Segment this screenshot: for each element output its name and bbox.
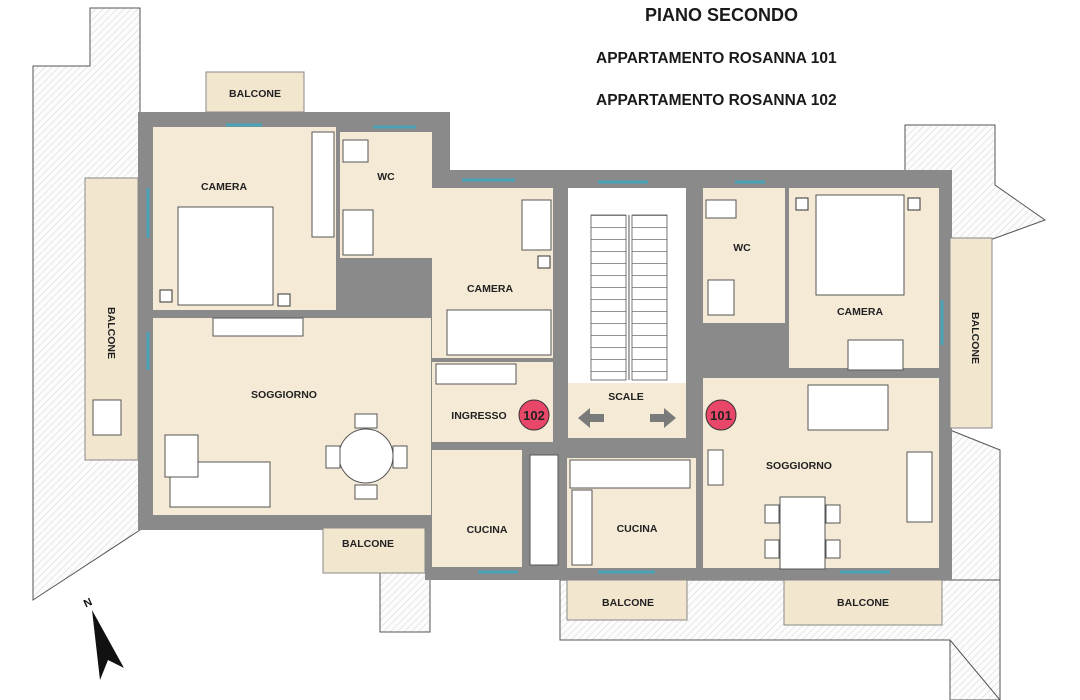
label-camera-b: CAMERA: [467, 283, 513, 295]
kitchen-counter-b: [569, 459, 691, 489]
armchair-a: [164, 434, 199, 478]
wc-a-bath: [342, 139, 369, 163]
balconies: [84, 71, 993, 626]
label-balcone-left: BALCONE: [105, 307, 117, 359]
windows: [146, 123, 944, 574]
sofa-b: [807, 384, 889, 431]
wardrobe-b: [521, 199, 552, 251]
wc-c-shower: [707, 279, 735, 316]
label-balcone-bottom-right: BALCONE: [837, 597, 889, 609]
bed-b: [446, 309, 552, 356]
dining-table-a: [338, 428, 394, 484]
apartment-102-title: APPARTAMENTO ROSANNA 102: [596, 92, 837, 109]
label-balcone-bottom-mid: BALCONE: [602, 597, 654, 609]
label-wc-a: WC: [377, 171, 395, 183]
label-cucina-b: CUCINA: [617, 523, 658, 535]
wardrobe-a: [311, 131, 335, 238]
label-camera-a: CAMERA: [201, 181, 247, 193]
room-labels: BALCONE CAMERA WC CAMERA BALCONE SOGGIOR…: [105, 88, 981, 609]
label-balcone-top: BALCONE: [229, 88, 281, 100]
wall-fixtures: [159, 197, 921, 307]
label-soggiorno-b: SOGGIORNO: [766, 460, 832, 472]
label-ingresso: INGRESSO: [451, 410, 506, 422]
svg-text:102: 102: [523, 408, 545, 423]
label-wc-c: WC: [733, 242, 751, 254]
ingresso-cabinet: [435, 363, 517, 385]
stairwell: [568, 188, 686, 438]
label-cucina-a: CUCINA: [467, 524, 508, 536]
furniture: [92, 131, 933, 570]
apartment-101-marker: 101: [705, 399, 737, 431]
label-balcone-bottom-left: BALCONE: [342, 538, 394, 550]
floor-title: PIANO SECONDO: [645, 5, 799, 25]
desk-c: [847, 339, 904, 371]
bed-a: [177, 206, 274, 306]
apartment-101-title: APPARTAMENTO ROSANNA 101: [596, 50, 837, 67]
balcony-table: [92, 399, 122, 436]
label-soggiorno-a: SOGGIORNO: [251, 389, 317, 401]
label-balcone-right: BALCONE: [969, 312, 981, 364]
svg-text:N: N: [82, 596, 94, 610]
wc-a-shower: [342, 209, 374, 256]
cucina-a-floor: [432, 450, 522, 567]
svg-text:101: 101: [710, 408, 732, 423]
label-camera-c: CAMERA: [837, 306, 883, 318]
tv-unit-b: [906, 451, 933, 523]
apartment-102-marker: 102: [518, 399, 550, 431]
bed-c: [815, 194, 905, 296]
north-arrow-icon: N: [82, 596, 124, 680]
label-scale: SCALE: [608, 391, 644, 403]
dining-table-b: [779, 496, 826, 570]
landing-arrows: [578, 408, 676, 428]
tv-unit-a: [212, 317, 304, 337]
kitchen-counter-a: [529, 454, 559, 566]
